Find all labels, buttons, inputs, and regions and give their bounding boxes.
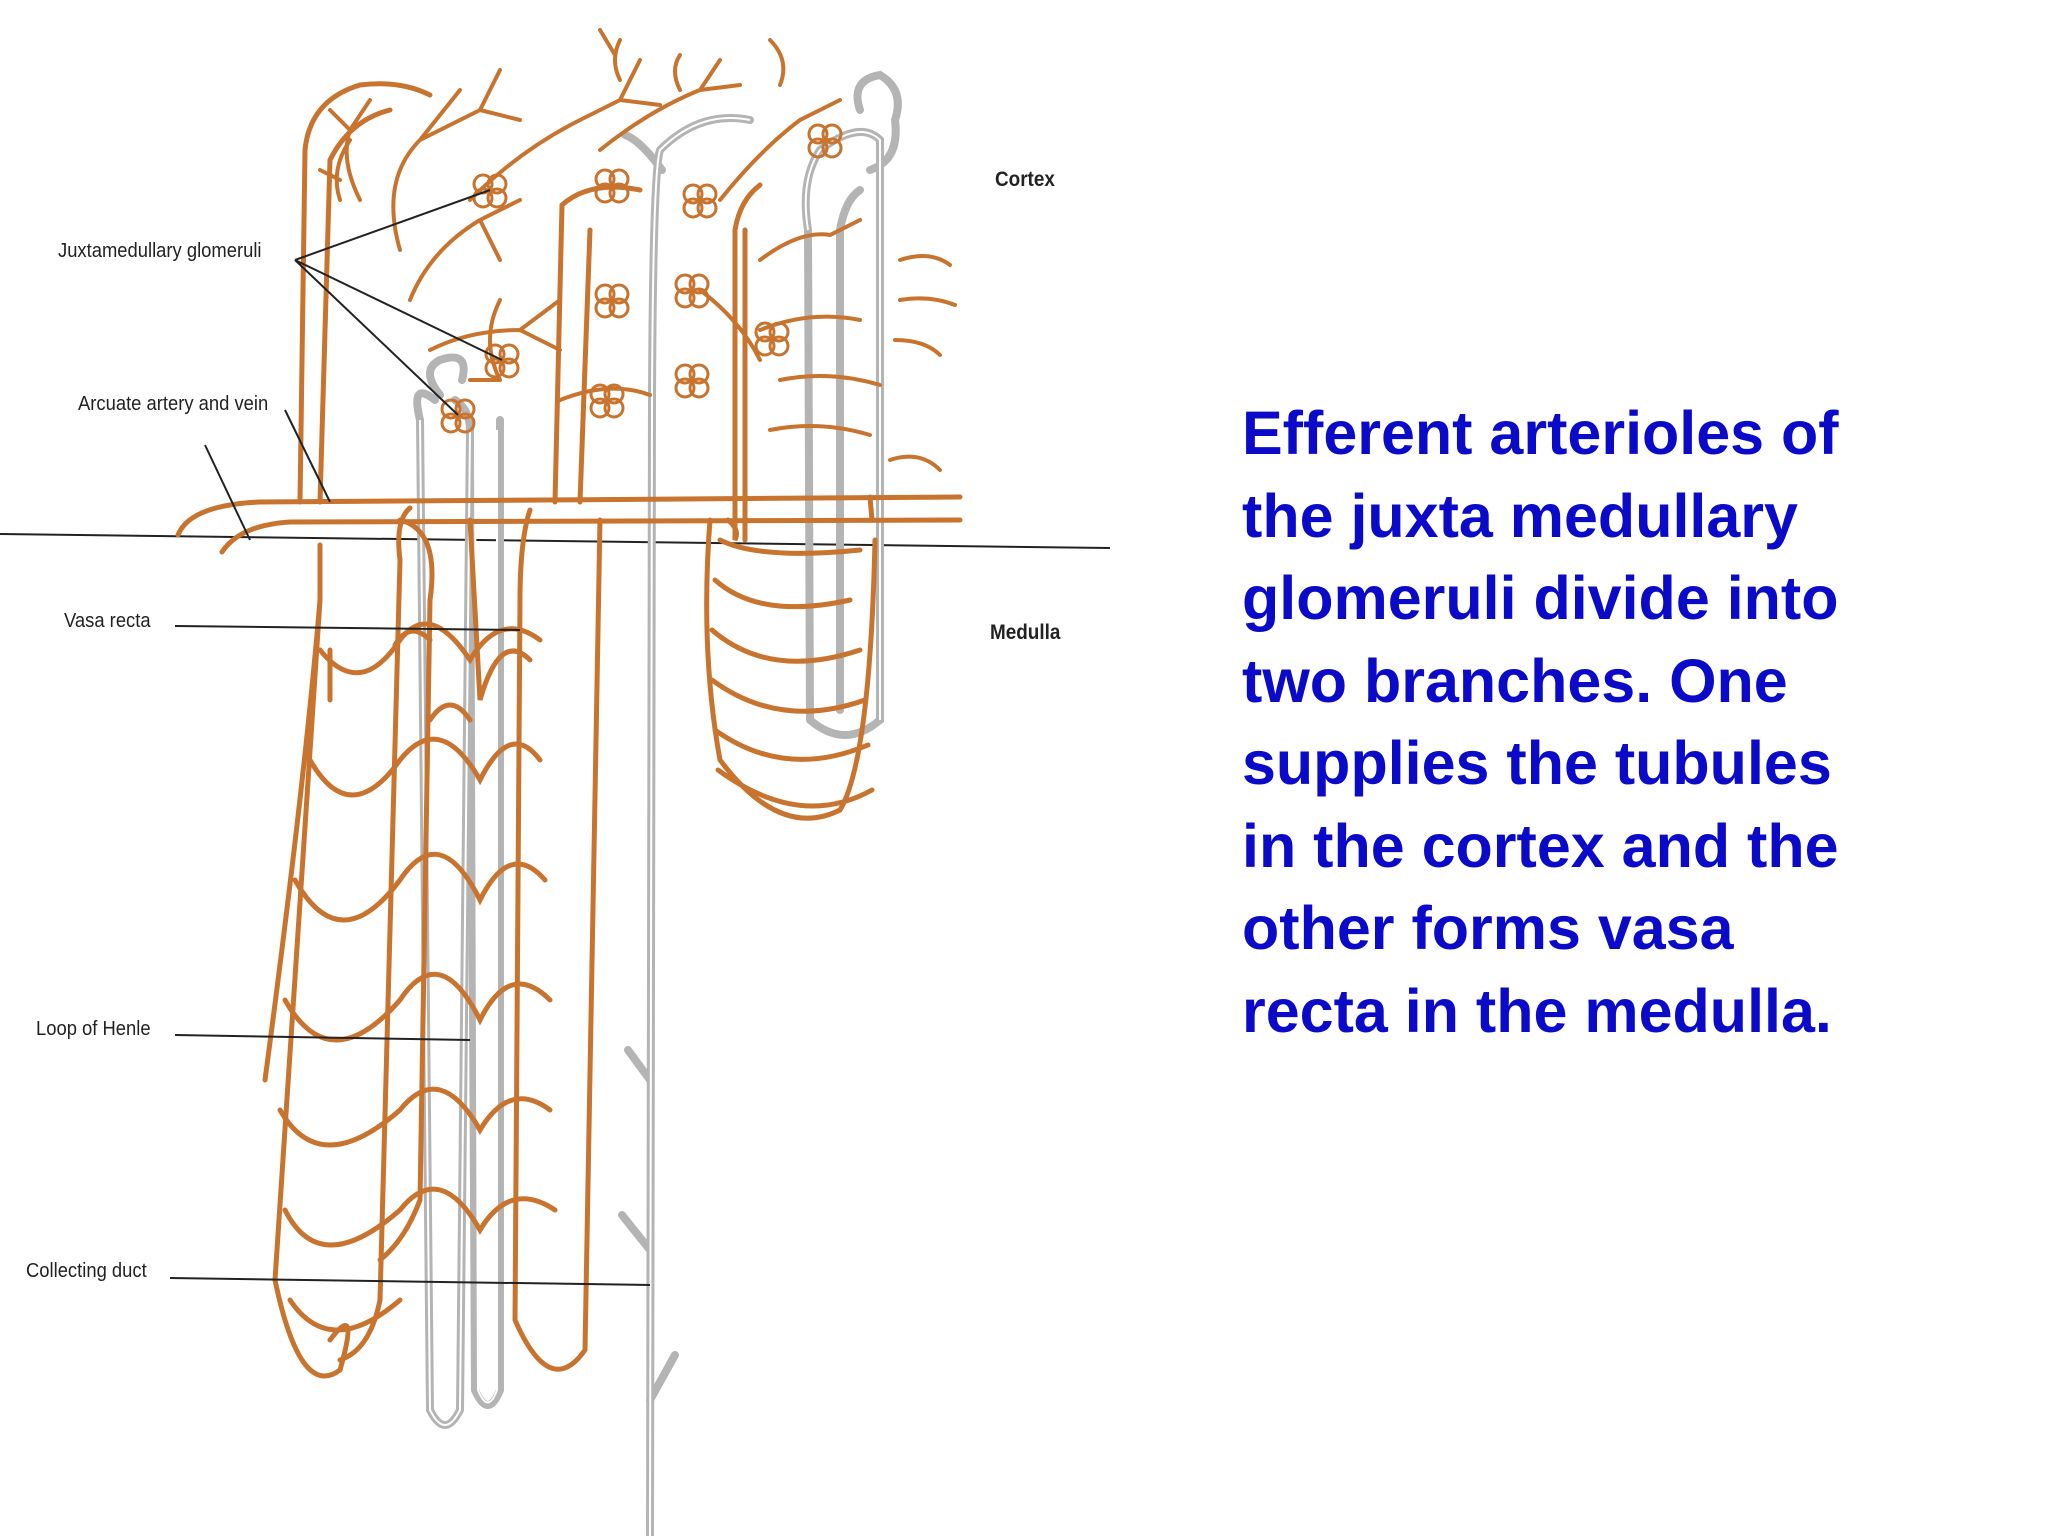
glomerulus	[484, 343, 520, 379]
cortex-medulla-boundary	[0, 533, 1111, 549]
kidney-vasculature-diagram	[0, 28, 1111, 1536]
glomerulus	[682, 183, 718, 219]
label-loop-of-henle: Loop of Henle	[36, 1018, 151, 1040]
caption-line: Efferent arterioles of	[1242, 399, 1839, 467]
glomerulus	[754, 321, 790, 357]
glomerulus	[674, 273, 710, 309]
label-arcuate-artery-and-vein: Arcuate artery and vein	[78, 393, 269, 415]
glomerulus	[472, 173, 508, 209]
glomerulus	[589, 383, 625, 419]
arcuate-artery-and-vein	[175, 81, 963, 555]
caption-line: two branches. One	[1242, 646, 1788, 715]
glomerulus	[440, 398, 476, 434]
label-cortex: Cortex	[995, 168, 1055, 191]
glomerulus	[594, 283, 630, 319]
glomerulus	[594, 168, 630, 204]
caption-line: supplies the tubules	[1242, 729, 1832, 797]
glomeruli	[440, 123, 843, 434]
label-collecting-duct: Collecting duct	[26, 1260, 147, 1282]
collecting-duct	[618, 114, 754, 1536]
label-juxtamedullary-glomeruli: Juxtamedullary glomeruli	[58, 240, 262, 262]
leader-lines	[169, 189, 651, 1286]
vasa-recta	[262, 505, 603, 1379]
explanation-caption: Efferent arterioles of the juxta medulla…	[1242, 392, 2002, 1052]
glomerulus	[807, 123, 843, 159]
label-vasa-recta: Vasa recta	[64, 610, 151, 632]
caption-line: the juxta medullary	[1242, 481, 1798, 550]
glomerulus	[674, 363, 710, 399]
caption-line: in the cortex and the	[1242, 811, 1839, 880]
caption-line: other forms vasa	[1242, 894, 1734, 962]
caption-line: glomeruli divide into	[1242, 564, 1839, 632]
caption-line: recta in the medulla.	[1242, 976, 1832, 1045]
vasa-recta-cortical	[704, 517, 878, 821]
label-medulla: Medulla	[990, 621, 1061, 644]
loop-of-henle	[413, 70, 902, 1429]
